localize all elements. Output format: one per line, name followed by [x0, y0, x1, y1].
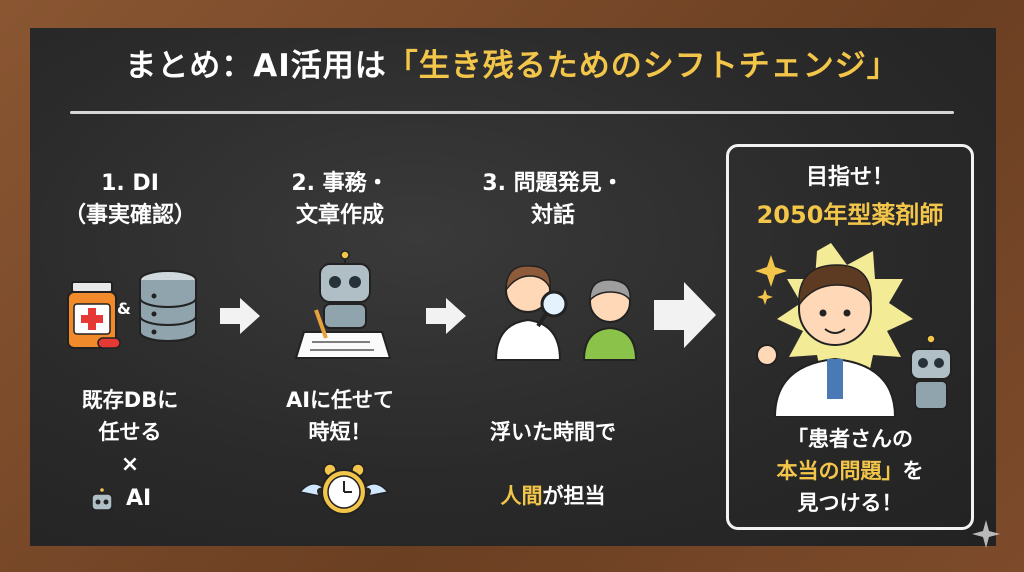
step-2: 2. 事務・ 文章作成: [250, 168, 430, 232]
robot-icon: [910, 334, 952, 410]
goal-quote-tail: を: [902, 459, 924, 483]
step-3-accent: 人間: [500, 484, 543, 508]
alarm-clock-icon: [298, 463, 390, 515]
step-3-text-line1: 浮いた時間で: [490, 420, 616, 444]
goal-illustration: [755, 243, 952, 417]
goal-quote-end: 見つける！: [797, 491, 903, 515]
step-1-ai-label: AI: [126, 486, 152, 511]
step-3-title: 3. 問題発見・ 対話: [482, 171, 624, 228]
step-1-amp: &: [117, 299, 131, 318]
title-prefix: まとめ：AI活用は: [125, 48, 387, 84]
step-1-text: 既存DBに 任せる: [81, 388, 179, 444]
goal-quote-accent: 本当の問題」: [776, 459, 903, 483]
goal-text: 「患者さんの 本当の問題」を 見つける！: [729, 423, 971, 519]
goal-quote-line2: 本当の問題」を: [729, 455, 971, 487]
goal-line1: 目指せ！: [805, 165, 894, 190]
step-2-title: 2. 事務・ 文章作成: [291, 171, 389, 228]
robot-icon: [91, 488, 113, 511]
medicine-bottle-icon: [67, 281, 121, 349]
title-highlight: 「生き残るためのシフトチェンジ」: [386, 48, 899, 84]
goal-box: 目指せ！ 2050年型薬剤師 「患者さんの 本当の問題」を 見つける！: [726, 144, 974, 530]
step-2-text: AIに任せて 時短！: [285, 388, 395, 444]
step-3-text-line2: 人間が担当: [458, 480, 648, 512]
step-3-text: 浮いた時間で 人間が担当: [458, 384, 648, 544]
step-3-tail: が担当: [542, 484, 606, 508]
goal-quote-open: 「患者さんの: [787, 427, 913, 451]
arrow-right-icon: [426, 298, 466, 334]
pharmacist-with-magnifier-icon: [494, 265, 568, 361]
database-icon: [139, 270, 197, 342]
elderly-patient-icon: [582, 279, 638, 361]
step-3: 3. 問題発見・ 対話: [458, 168, 648, 232]
step-1-illustration: &: [67, 270, 197, 349]
arrow-right-icon: [654, 282, 716, 348]
arrow-right-icon: [220, 298, 260, 334]
title-underline: [70, 111, 954, 114]
step-1: 1. DI （事実確認）: [40, 168, 220, 232]
step-3-illustration: [494, 265, 638, 361]
pharmacist-hero-icon: [756, 264, 897, 417]
page-title: まとめ：AI活用は「生き残るためのシフトチェンジ」: [0, 40, 1024, 85]
step-1-times: ×: [120, 452, 140, 477]
step-1-title: 1. DI （事実確認）: [63, 171, 196, 228]
step-1-ai-row: AI: [86, 484, 176, 518]
robot-writing-icon: [294, 250, 392, 359]
goal-line2: 2050年型薬剤師: [756, 201, 944, 229]
sparkle-icon: [972, 520, 1000, 548]
sparkle-icon: [755, 255, 787, 305]
